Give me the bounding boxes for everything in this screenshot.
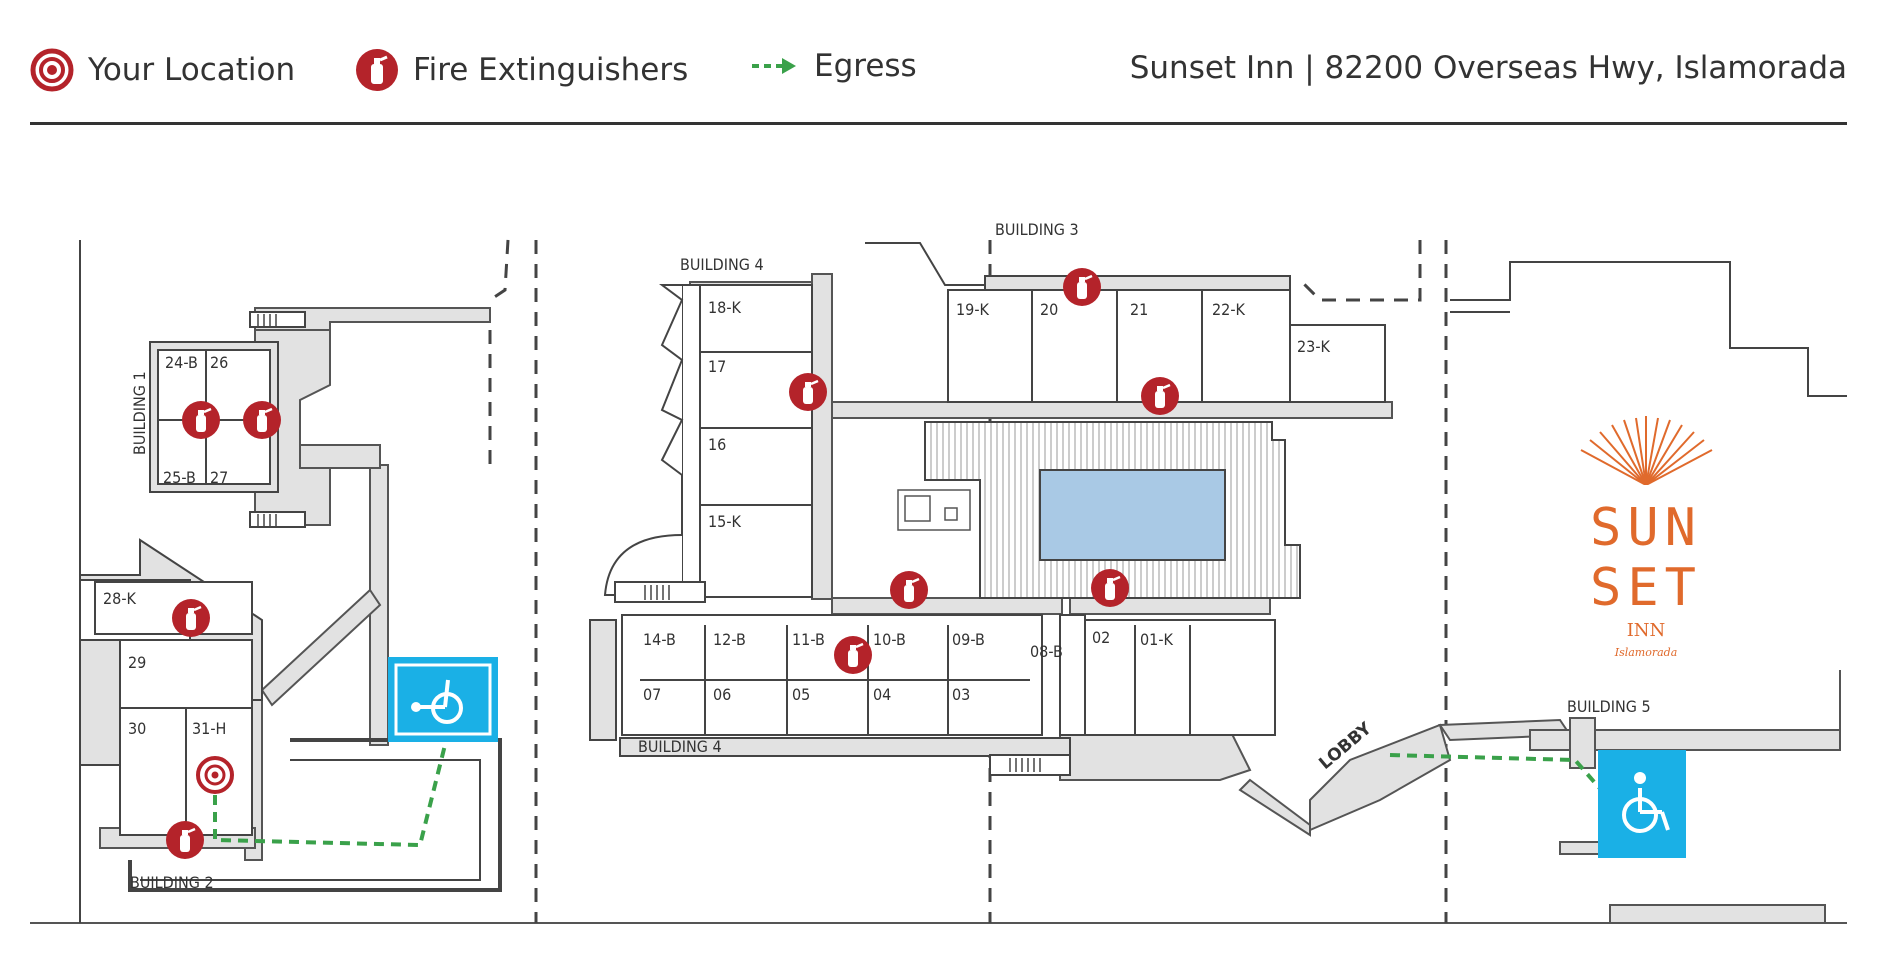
legend-egress: Egress bbox=[750, 48, 917, 84]
room-02: 02 bbox=[1092, 628, 1110, 647]
room-22k: 22-K bbox=[1212, 300, 1246, 319]
wheelchair-icon bbox=[388, 657, 498, 742]
legend-header: Your Location Fire Extinguishers Egress … bbox=[30, 30, 1847, 110]
fire-extinguisher-icon bbox=[1061, 266, 1103, 308]
room-24b: 24-B bbox=[165, 353, 198, 372]
room-30: 30 bbox=[128, 719, 146, 738]
room-15k: 15-K bbox=[708, 512, 742, 531]
fire-extinguisher-icon bbox=[1089, 567, 1131, 609]
room-29: 29 bbox=[128, 653, 146, 672]
room-17: 17 bbox=[708, 357, 726, 376]
room-12b: 12-B bbox=[713, 630, 746, 649]
logo-inn: INN bbox=[1627, 620, 1666, 641]
room-05: 05 bbox=[792, 685, 810, 704]
building-3-label: BUILDING 3 bbox=[995, 220, 1079, 239]
room-19k: 19-K bbox=[956, 300, 990, 319]
room-07: 07 bbox=[643, 685, 661, 704]
logo-set: SET bbox=[1590, 558, 1702, 618]
sunset-inn-logo: SUN SET INN Islamorada bbox=[1576, 416, 1716, 659]
building-4-bottom-label: BUILDING 4 bbox=[638, 737, 722, 756]
building-5-label: BUILDING 5 bbox=[1567, 697, 1651, 716]
section-buildings-3-4: BUILDING 4 18-K 17 16 15-K BUILDING 3 19… bbox=[589, 220, 1572, 837]
fire-extinguisher-icon bbox=[1139, 375, 1181, 417]
room-10b: 10-B bbox=[873, 630, 906, 649]
room-28k: 28-K bbox=[103, 589, 137, 608]
building-4-top-label: BUILDING 4 bbox=[680, 255, 764, 274]
legend-label-egress: Egress bbox=[814, 48, 917, 84]
fire-extinguisher-icon bbox=[888, 569, 930, 611]
legend-label-fire-extinguishers: Fire Extinguishers bbox=[413, 52, 689, 88]
room-16: 16 bbox=[708, 435, 726, 454]
wheelchair-icon bbox=[1598, 750, 1686, 858]
building-2-label: BUILDING 2 bbox=[130, 873, 214, 892]
room-25b: 25-B bbox=[163, 468, 196, 487]
property-address: Sunset Inn | 82200 Overseas Hwy, Islamor… bbox=[1129, 50, 1847, 86]
fire-extinguisher-icon bbox=[787, 371, 829, 413]
fire-extinguisher-icon bbox=[356, 49, 398, 91]
logo-islamorada: Islamorada bbox=[1614, 646, 1678, 659]
fire-extinguisher-icon bbox=[180, 399, 222, 441]
room-09b: 09-B bbox=[952, 630, 985, 649]
legend-your-location: Your Location bbox=[30, 48, 295, 92]
pool-area bbox=[897, 421, 1301, 599]
legend-label-your-location: Your Location bbox=[88, 52, 296, 88]
room-01k: 01-K bbox=[1140, 630, 1174, 649]
room-06: 06 bbox=[713, 685, 731, 704]
header-divider bbox=[30, 122, 1847, 125]
fire-extinguisher-icon bbox=[241, 399, 283, 441]
room-23k: 23-K bbox=[1297, 337, 1331, 356]
room-04: 04 bbox=[873, 685, 891, 704]
room-18k: 18-K bbox=[708, 298, 742, 317]
room-08b: 08-B bbox=[1030, 642, 1063, 661]
room-31h: 31-H bbox=[192, 719, 226, 738]
target-icon bbox=[30, 48, 74, 92]
room-20: 20 bbox=[1040, 300, 1058, 319]
fire-extinguisher-icon bbox=[164, 819, 206, 861]
room-03: 03 bbox=[952, 685, 970, 704]
room-14b: 14-B bbox=[643, 630, 676, 649]
room-21: 21 bbox=[1130, 300, 1148, 319]
room-27: 27 bbox=[210, 468, 228, 487]
fire-extinguisher-icon bbox=[832, 634, 874, 676]
dashed-arrow-icon bbox=[752, 58, 796, 74]
egress-path-1 bbox=[213, 744, 447, 848]
section-building-5: BUILDING 5 SUN SET INN Isla bbox=[1389, 261, 1847, 924]
room-26: 26 bbox=[210, 353, 228, 372]
section-buildings-1-2: 24-B 26 25-B 27 BUILDING 1 28-K 29 30 31… bbox=[79, 240, 502, 923]
building-1-label: BUILDING 1 bbox=[130, 371, 149, 455]
room-11b: 11-B bbox=[792, 630, 825, 649]
your-location-marker bbox=[196, 756, 234, 794]
logo-sun: SUN bbox=[1590, 498, 1702, 558]
fire-extinguisher-icon bbox=[170, 597, 212, 639]
legend-fire-extinguishers: Fire Extinguishers bbox=[355, 48, 688, 92]
